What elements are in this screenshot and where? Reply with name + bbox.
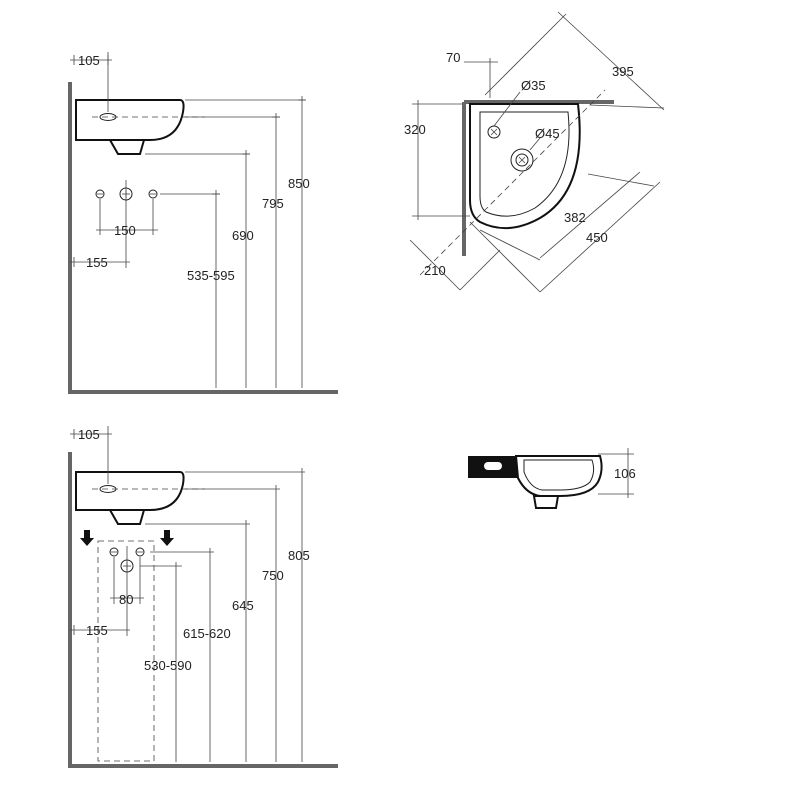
down-arrow-right xyxy=(160,530,174,546)
dim-615-620-bottom: 615-620 xyxy=(183,626,231,641)
dim-dia-45: Ø45 xyxy=(535,126,560,141)
dim-105-top: 105 xyxy=(78,53,100,68)
dim-150-top: 150 xyxy=(114,223,136,238)
wall-floor-top xyxy=(68,82,338,394)
dim-805-bottom: 805 xyxy=(288,548,310,563)
dim-645-bottom: 645 xyxy=(232,598,254,613)
dim-155-top: 155 xyxy=(86,255,108,270)
waste-plan-inner xyxy=(515,153,529,167)
dim-530-590-bottom: 530-590 xyxy=(144,658,192,673)
dim-320: 320 xyxy=(404,122,426,137)
dim-210: 210 xyxy=(424,263,446,278)
dim-750-bottom: 750 xyxy=(262,568,284,583)
dim-450: 450 xyxy=(586,230,608,245)
waste-stub-section xyxy=(532,495,560,509)
dim-382: 382 xyxy=(564,210,586,225)
elevation-bottom: 105 805 750 645 615-620 530-590 xyxy=(68,426,338,768)
dim-80-bottom: 80 xyxy=(119,592,133,607)
dim-535-595-top: 535-595 xyxy=(187,268,235,283)
plan-centre-line xyxy=(419,89,606,276)
basin-elevation-bottom xyxy=(75,471,185,511)
dim-795-top: 795 xyxy=(262,196,284,211)
supply-points-bottom xyxy=(109,546,145,636)
section-view: 106 xyxy=(468,448,636,509)
dim-690-top: 690 xyxy=(232,228,254,243)
supply-points-top xyxy=(95,180,158,268)
dim-106-section: 106 xyxy=(614,466,636,481)
basin-section xyxy=(514,455,603,497)
waste-plan-outer xyxy=(510,148,534,172)
basin-section-inner xyxy=(523,459,595,491)
section-overflow xyxy=(484,462,502,470)
waste-stub-bottom xyxy=(108,509,146,525)
down-arrow-left xyxy=(80,530,94,546)
dim-395: 395 xyxy=(612,64,634,79)
waste-stub-top xyxy=(108,139,146,155)
dim-105-bottom: 105 xyxy=(78,427,100,442)
dim-850-top: 850 xyxy=(288,176,310,191)
basin-plan-inner xyxy=(479,111,570,217)
dim-dia-35: Ø35 xyxy=(521,78,546,93)
basin-elevation-top xyxy=(75,99,185,141)
dim-155-bottom: 155 xyxy=(86,623,108,638)
wall-floor-bottom xyxy=(68,452,338,768)
basin-plan-outer xyxy=(469,103,581,230)
elevation-top: 105 850 795 690 535-595 150 xyxy=(68,52,338,394)
pedestal-zone xyxy=(97,540,155,762)
dim-70: 70 xyxy=(446,50,460,65)
plan-view: 70 Ø35 Ø45 320 395 382 450 210 xyxy=(404,11,665,293)
